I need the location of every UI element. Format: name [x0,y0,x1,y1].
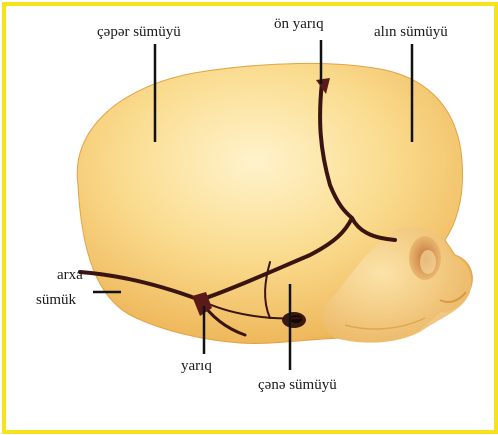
label-occipital-line2: sümük [36,293,76,308]
label-anterior-fontanelle: ön yarıq [274,17,324,32]
label-frontal-bone: alın sümüyü [374,25,448,40]
label-occipital-line1: arxa [57,268,83,283]
label-jaw-bone: çənə sümüyü [258,378,337,393]
label-fontanelle: yarıq [181,359,212,374]
label-parietal-bone: çəpər sümüyü [97,25,181,40]
